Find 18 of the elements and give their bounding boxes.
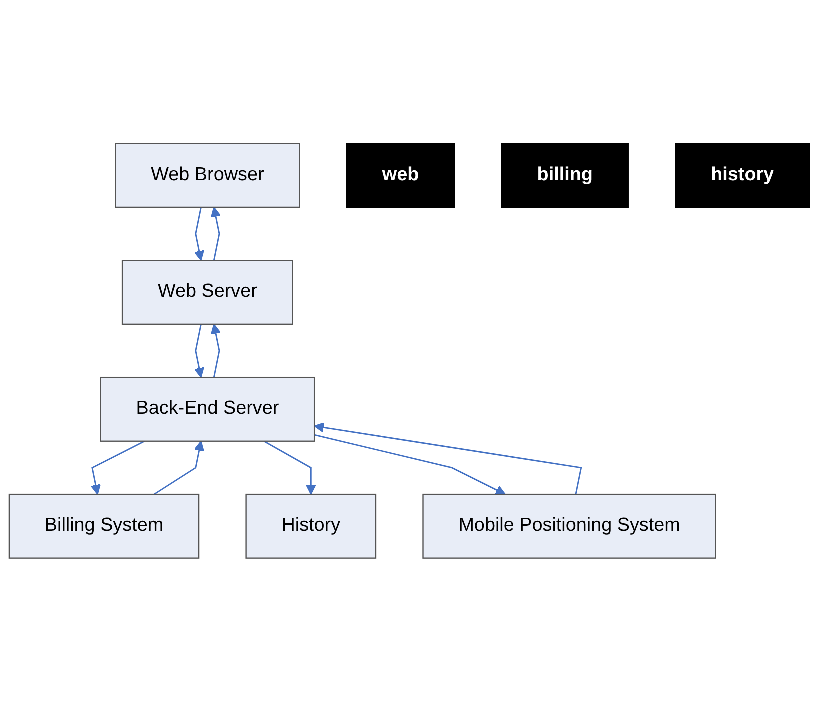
node-box: History: [246, 494, 377, 559]
node-box: Web Browser: [115, 143, 300, 208]
arrow: [194, 324, 204, 378]
arrow: [210, 324, 222, 378]
node-box: web: [346, 143, 456, 208]
node-box: Mobile Positioning System: [422, 494, 716, 559]
arrow: [264, 440, 316, 495]
node-box: Web Server: [122, 260, 294, 325]
node-box: history: [675, 143, 810, 208]
node-box: billing: [501, 143, 629, 208]
node-box: Billing System: [8, 494, 200, 559]
arrow: [90, 440, 146, 495]
arrow: [154, 440, 204, 496]
arrow: [210, 207, 222, 261]
node-box: Back-End Server: [100, 377, 316, 442]
arrow: [314, 422, 582, 495]
arrow: [314, 434, 506, 496]
arrow: [194, 207, 204, 262]
